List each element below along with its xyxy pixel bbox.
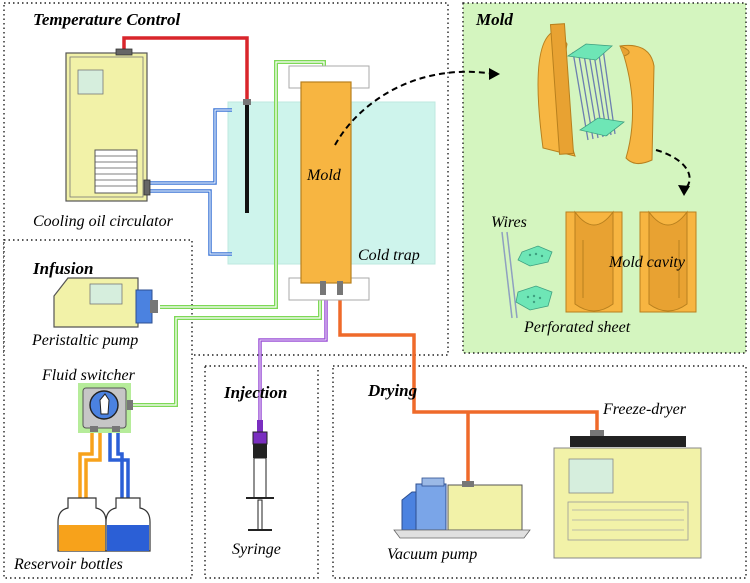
- section-title-temperature-control: Temperature Control: [33, 10, 180, 29]
- cold-line-upper: [148, 108, 232, 185]
- hot-line: [122, 36, 249, 102]
- reservoir-bottle-yellow: [57, 497, 107, 552]
- mold-link-arrow: [334, 70, 495, 146]
- temperature-control-panel: [3, 2, 449, 356]
- label-mold-center: Mold: [306, 167, 342, 184]
- mold-half-left: [565, 210, 623, 313]
- vacuum-pump: [393, 477, 531, 539]
- label-freeze-dryer: Freeze-dryer: [602, 401, 687, 418]
- label-fluid-switcher: Fluid switcher: [41, 367, 136, 384]
- label-wires: Wires: [491, 214, 527, 231]
- mold-assembly: [537, 23, 655, 164]
- syringe: [246, 420, 274, 531]
- peristaltic-pump: [53, 277, 158, 328]
- label-cooling-oil-circulator: Cooling oil circulator: [33, 213, 174, 230]
- vacuum-line: [338, 295, 599, 432]
- reservoir-bottle-blue: [105, 497, 151, 552]
- mold-column: [288, 65, 370, 301]
- section-title-drying: Drying: [367, 381, 418, 400]
- label-vacuum-pump: Vacuum pump: [387, 546, 477, 563]
- label-perforated-sheet: Perforated sheet: [523, 319, 631, 336]
- temperature-probe: [243, 99, 251, 213]
- freeze-dryer: [553, 430, 702, 559]
- label-syringe: Syringe: [232, 541, 281, 558]
- section-title-mold: Mold: [475, 10, 513, 29]
- label-reservoir-bottles: Reservoir bottles: [13, 556, 123, 573]
- section-title-injection: Injection: [223, 383, 287, 402]
- wires: [501, 231, 518, 319]
- section-title-infusion: Infusion: [32, 259, 93, 278]
- mold-half-right: [639, 210, 697, 313]
- label-mold-cavity: Mold cavity: [608, 254, 686, 271]
- label-cold-trap: Cold trap: [358, 247, 420, 264]
- fluid-switcher: [78, 383, 133, 433]
- perforated-sheet: [515, 245, 553, 311]
- label-peristaltic-pump: Peristaltic pump: [31, 332, 138, 349]
- cooling-oil-circulator: [65, 48, 151, 202]
